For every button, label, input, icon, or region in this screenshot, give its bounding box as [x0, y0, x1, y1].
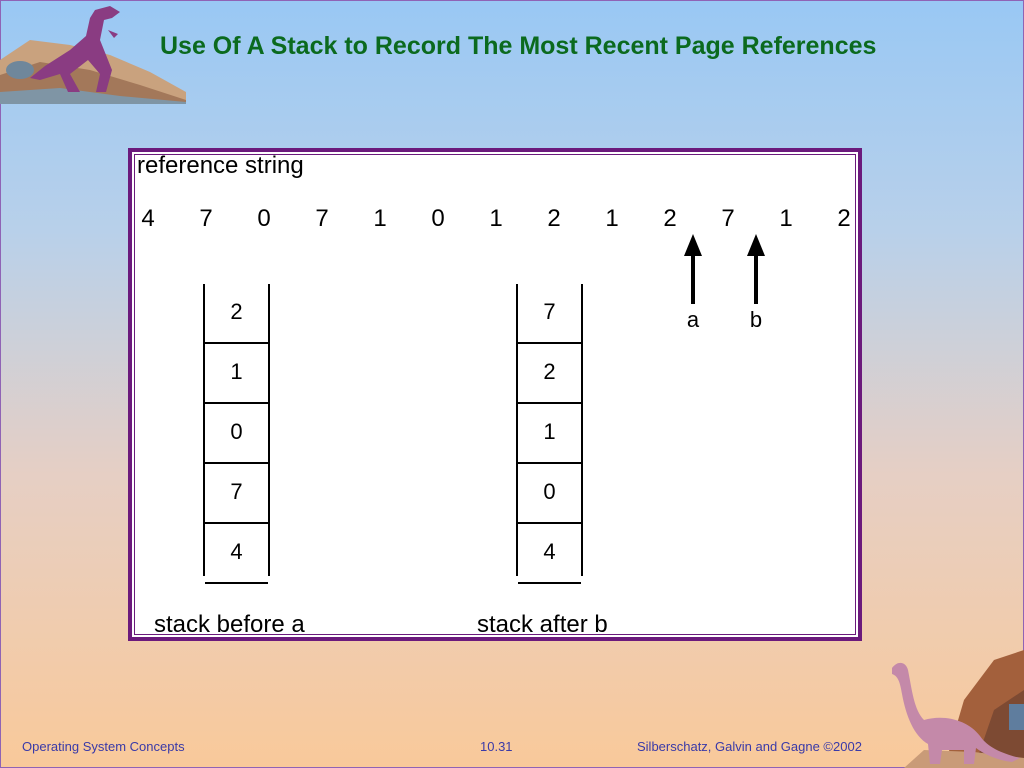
stack-cell: 1 — [205, 344, 268, 404]
reference-item: 1 — [779, 205, 793, 232]
diagram-panel — [128, 148, 862, 641]
stack-after-b-label: stack after b — [477, 611, 608, 638]
reference-item: 1 — [373, 205, 387, 232]
stack-before-a-label: stack before a — [154, 611, 305, 638]
marker-label-b: b — [749, 307, 763, 332]
stack-after-b: 7 2 1 0 4 — [516, 284, 583, 584]
dinosaur-longneck-icon — [892, 650, 1024, 768]
reference-item: 7 — [199, 205, 213, 232]
stack-before-a: 2 1 0 7 4 — [203, 284, 270, 584]
footer-page-number: 10.31 — [480, 739, 513, 754]
page-title: Use Of A Stack to Record The Most Recent… — [160, 32, 877, 60]
reference-item: 1 — [489, 205, 503, 232]
stack-cell: 0 — [518, 464, 581, 524]
stack-cell: 2 — [518, 344, 581, 404]
reference-item: 2 — [547, 205, 561, 232]
marker-arrow-b — [747, 234, 765, 304]
dinosaur-standing-icon — [0, 6, 186, 104]
reference-item: 0 — [431, 205, 445, 232]
reference-item: 1 — [605, 205, 619, 232]
reference-string-label: reference string — [137, 152, 304, 179]
reference-item: 7 — [721, 205, 735, 232]
reference-item: 2 — [837, 205, 851, 232]
reference-item: 7 — [315, 205, 329, 232]
reference-item: 0 — [257, 205, 271, 232]
stack-cell: 4 — [518, 524, 581, 584]
marker-arrows — [684, 234, 765, 304]
stack-cell: 2 — [205, 284, 268, 344]
stack-cell: 7 — [518, 284, 581, 344]
stack-cell: 1 — [518, 404, 581, 464]
reference-item: 4 — [141, 205, 155, 232]
marker-arrow-a — [684, 234, 702, 304]
marker-label-a: a — [686, 307, 700, 332]
stack-cell: 7 — [205, 464, 268, 524]
footer-left: Operating System Concepts — [22, 739, 185, 754]
reference-item: 2 — [663, 205, 677, 232]
stack-cell: 4 — [205, 524, 268, 584]
footer-right: Silberschatz, Galvin and Gagne ©2002 — [637, 739, 862, 754]
stack-cell: 0 — [205, 404, 268, 464]
